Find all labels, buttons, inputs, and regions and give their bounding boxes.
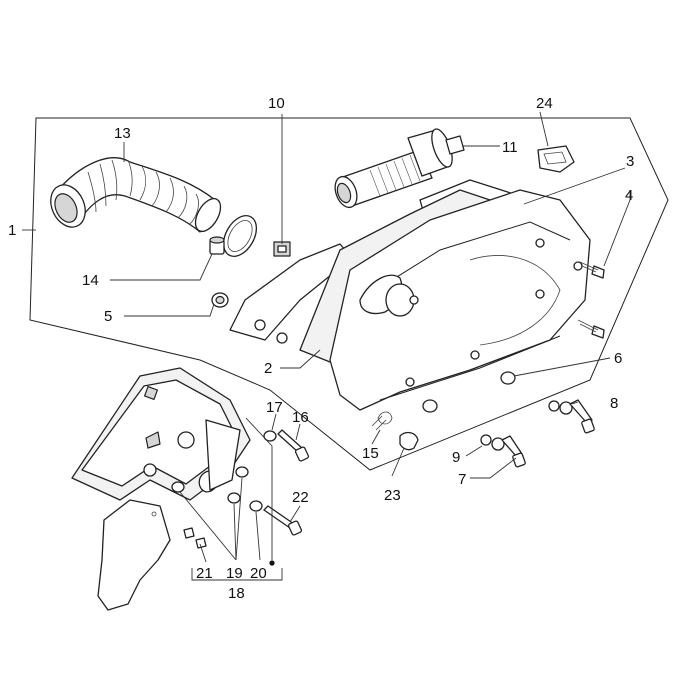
washer-17	[263, 430, 277, 442]
bolt-16	[277, 429, 310, 462]
bolt-8	[548, 399, 595, 434]
callouts: 1 2 3 4 5 6 7 8 9 10 11 13 14 15 16 17 1…	[8, 95, 634, 602]
hose-clamp	[222, 215, 258, 257]
bolt-22	[263, 505, 303, 536]
callout-24: 24	[536, 95, 553, 112]
airbox-housing	[229, 189, 591, 411]
grommet-5	[211, 292, 229, 308]
callout-23: 23	[384, 487, 401, 504]
intake-hose	[50, 157, 222, 233]
callout-4: 4	[625, 187, 633, 204]
mark-dot	[269, 560, 275, 566]
screw-4	[577, 261, 605, 339]
washer-19	[171, 466, 249, 504]
lower-mudguard	[97, 499, 171, 611]
callout-21: 21	[196, 565, 213, 582]
washer-20	[249, 500, 263, 512]
clip-24	[537, 145, 575, 173]
sleeve-14	[209, 236, 225, 255]
callout-9: 9	[452, 449, 460, 466]
callout-22: 22	[292, 489, 309, 506]
snorkel-11	[334, 128, 465, 209]
callout-8: 8	[610, 395, 618, 412]
bolt-7	[480, 434, 526, 468]
callout-16: 16	[292, 409, 309, 426]
callout-5: 5	[104, 308, 112, 325]
callout-13: 13	[114, 125, 131, 142]
callout-18: 18	[228, 585, 245, 602]
clamp-15	[371, 411, 393, 431]
callout-7: 7	[458, 471, 466, 488]
grommet-6	[422, 371, 516, 413]
callout-2: 2	[264, 360, 272, 377]
assembly-boundary	[29, 117, 669, 471]
callout-14: 14	[82, 272, 99, 289]
callout-11: 11	[502, 139, 518, 156]
nut-10	[273, 241, 291, 257]
callout-15: 15	[362, 445, 379, 462]
callout-1: 1	[8, 222, 16, 239]
plug-23	[399, 431, 419, 451]
callout-6: 6	[614, 350, 622, 367]
callout-10: 10	[268, 95, 285, 112]
leader-lines	[22, 111, 631, 581]
callout-17: 17	[266, 399, 283, 416]
callout-19: 19	[226, 565, 243, 582]
callout-20: 20	[250, 565, 267, 582]
screw-21	[183, 527, 207, 549]
callout-3: 3	[626, 153, 634, 170]
mounting-bracket-18	[71, 367, 251, 501]
